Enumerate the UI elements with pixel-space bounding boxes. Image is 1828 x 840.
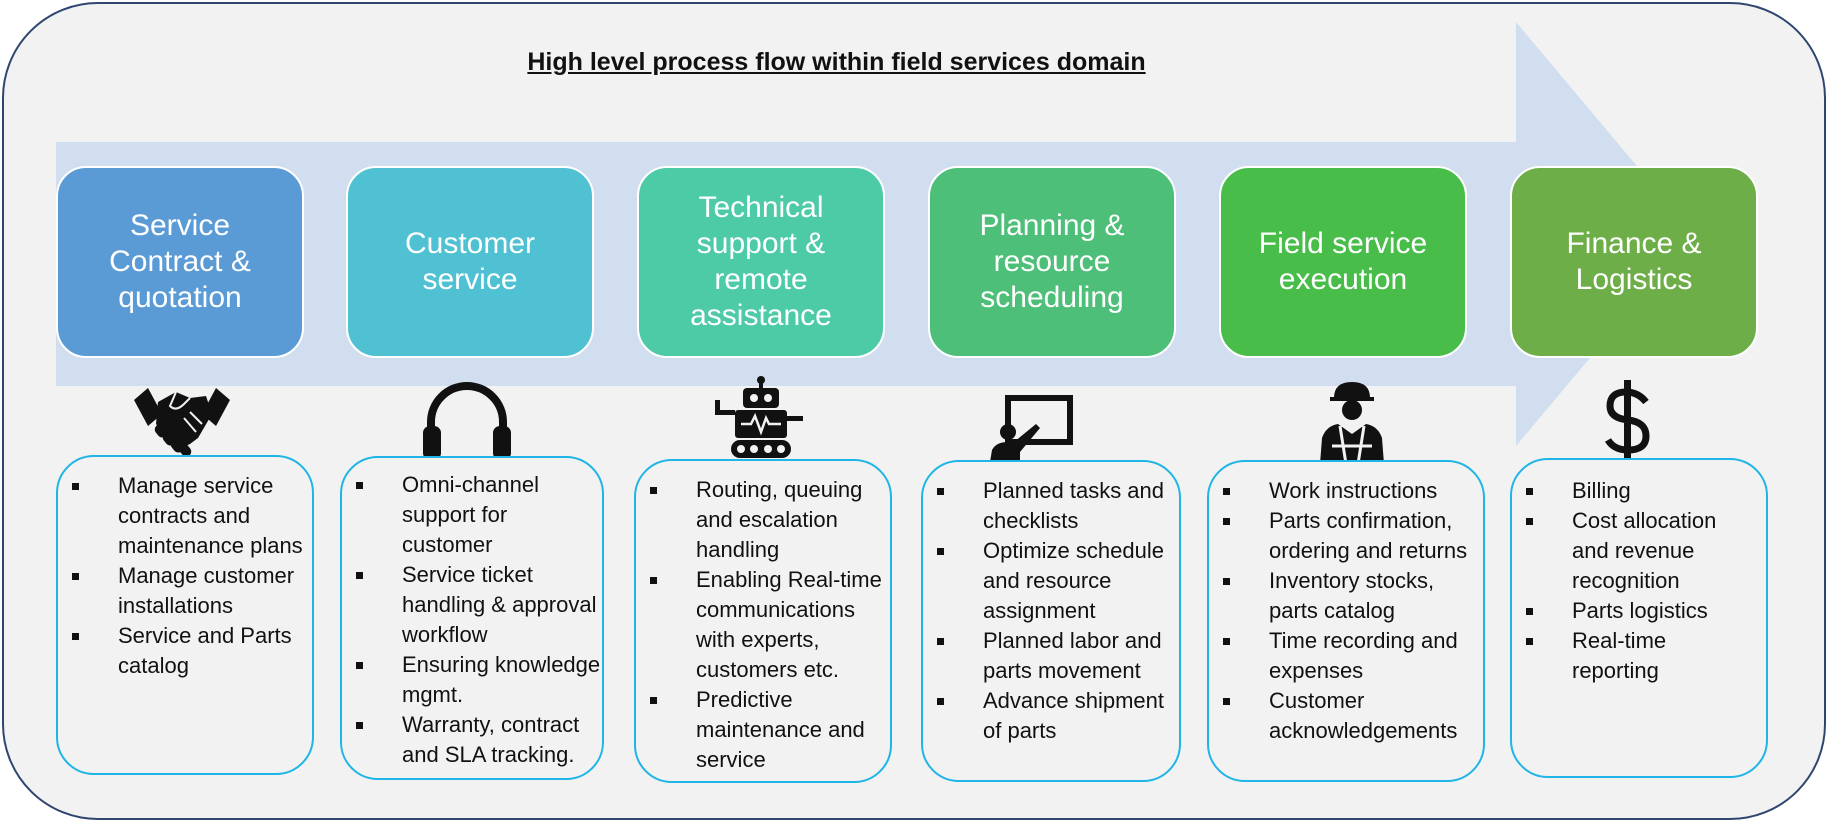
list-item: Time recording and expenses xyxy=(1209,626,1479,686)
list-item: Parts logistics xyxy=(1512,596,1758,626)
stage-service-contract: Service Contract & quotation xyxy=(56,166,304,358)
activities-list: Manage service contracts and maintenance… xyxy=(58,471,312,681)
list-item: Planned tasks and checklists xyxy=(923,476,1179,536)
dollar-icon xyxy=(1578,376,1678,464)
activities-box-service-contract: Manage service contracts and maintenance… xyxy=(56,455,314,775)
list-item: Routing, queuing and escalation handling xyxy=(636,475,892,565)
diagram-frame: High level process flow within field ser… xyxy=(2,2,1826,820)
list-item: Service ticket handling & approval workf… xyxy=(342,560,602,650)
list-item: Service and Parts catalog xyxy=(58,621,308,681)
diagram-title: High level process flow within field ser… xyxy=(527,48,1146,76)
activities-list: Routing, queuing and escalation handling… xyxy=(636,475,890,775)
list-item: Manage service contracts and maintenance… xyxy=(58,471,308,561)
activities-box-finance-logistics: Billing Cost allocation and revenue reco… xyxy=(1510,458,1768,778)
list-item: Manage customer installations xyxy=(58,561,314,621)
activities-box-planning-scheduling: Planned tasks and checklists Optimize sc… xyxy=(921,460,1181,782)
list-item: Advance shipment of parts xyxy=(923,686,1179,746)
list-item: Ensuring knowledge mgmt. xyxy=(342,650,602,710)
list-item: Billing xyxy=(1512,476,1758,506)
activities-list: Work instructions Parts confirmation, or… xyxy=(1209,476,1483,746)
list-item: Predictive maintenance and service xyxy=(636,685,892,775)
field-worker-icon xyxy=(1302,376,1402,464)
robot-icon xyxy=(711,376,811,464)
list-item: Enabling Real-time communications with e… xyxy=(636,565,894,685)
activities-list: Billing Cost allocation and revenue reco… xyxy=(1512,476,1766,686)
activities-list: Omni-channel support for customer Servic… xyxy=(342,470,602,770)
list-item: Real-time reporting xyxy=(1512,626,1758,686)
activities-box-customer-service: Omni-channel support for customer Servic… xyxy=(340,456,604,780)
list-item: Customer acknowledgements xyxy=(1209,686,1479,746)
stage-finance-logistics: Finance & Logistics xyxy=(1510,166,1758,358)
stage-technical-support: Technical support & remote assistance xyxy=(637,166,885,358)
activities-box-field-service-execution: Work instructions Parts confirmation, or… xyxy=(1207,460,1485,782)
activities-list: Planned tasks and checklists Optimize sc… xyxy=(923,476,1179,746)
list-item: Work instructions xyxy=(1209,476,1479,506)
headphones-icon xyxy=(417,376,517,464)
list-item: Cost allocation and revenue recognition xyxy=(1512,506,1758,596)
activities-box-technical-support: Routing, queuing and escalation handling… xyxy=(634,459,892,783)
list-item: Warranty, contract and SLA tracking. xyxy=(342,710,602,770)
list-item: Omni-channel support for customer xyxy=(342,470,582,560)
stage-field-service-execution: Field service execution xyxy=(1219,166,1467,358)
stage-customer-service: Customer service xyxy=(346,166,594,358)
presenter-board-icon xyxy=(986,376,1086,464)
stage-planning-scheduling: Planning & resource scheduling xyxy=(928,166,1176,358)
list-item: Parts confirmation, ordering and returns xyxy=(1209,506,1485,566)
list-item: Optimize schedule and resource assignmen… xyxy=(923,536,1179,626)
handshake-icon xyxy=(132,376,232,464)
list-item: Planned labor and parts movement xyxy=(923,626,1179,686)
list-item: Inventory stocks, parts catalog xyxy=(1209,566,1479,626)
